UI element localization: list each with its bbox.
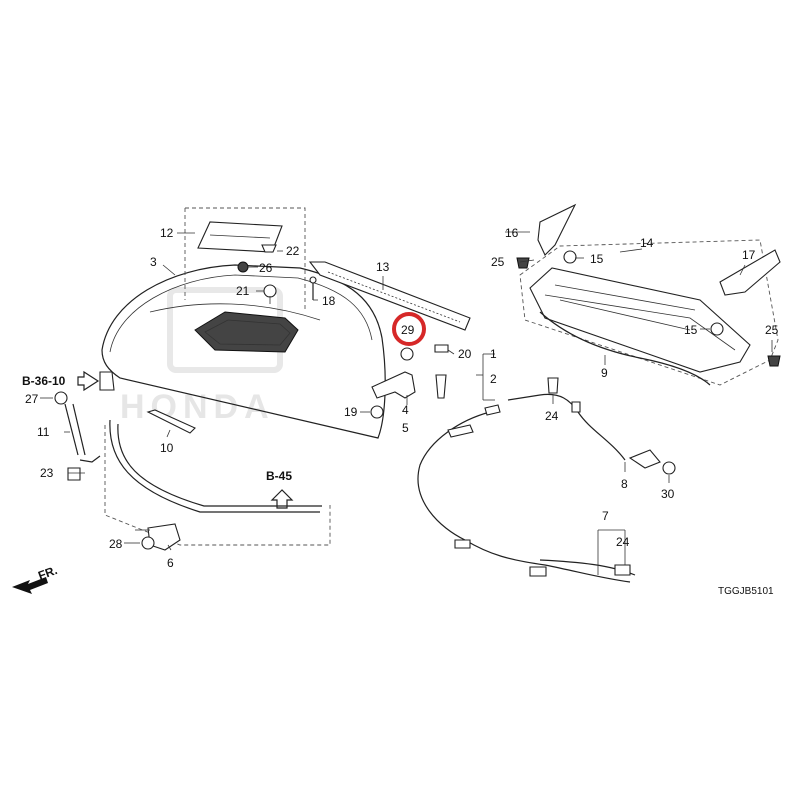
- bracket-17[interactable]: [719, 249, 781, 296]
- cowl-top[interactable]: [529, 250, 751, 373]
- label-12: 12: [160, 226, 174, 240]
- ref-b45-label: B-45: [266, 469, 292, 483]
- label-19: 19: [344, 405, 358, 419]
- label-2: 2: [490, 372, 497, 386]
- label-26: 26: [259, 261, 273, 275]
- label-18: 18: [322, 294, 336, 308]
- screw-22-icon: [261, 244, 277, 253]
- label-16: 16: [505, 226, 519, 240]
- label-24b: 24: [616, 535, 630, 549]
- hood-latch[interactable]: [135, 523, 181, 551]
- ref-arrow-b45: [270, 489, 294, 509]
- clip-25-right[interactable]: [767, 355, 781, 367]
- hood-hinge[interactable]: [370, 344, 449, 419]
- label-3: 3: [150, 255, 157, 269]
- cap-15b-icon: [710, 322, 724, 336]
- label-9: 9: [601, 366, 608, 380]
- label-14: 14: [640, 236, 654, 250]
- label-27: 27: [25, 392, 39, 406]
- leader-lines: [40, 231, 773, 575]
- highlight-part-29[interactable]: [392, 312, 426, 346]
- hood-strut[interactable]: [54, 371, 115, 481]
- hood-seal[interactable]: [308, 261, 471, 331]
- clip-25-left[interactable]: [516, 257, 530, 269]
- label-25b: 25: [765, 323, 779, 337]
- label-15b: 15: [684, 323, 698, 337]
- release-handle[interactable]: [628, 449, 676, 475]
- diagram-code: TGGJB5101: [718, 586, 774, 597]
- label-4: 4: [402, 403, 409, 417]
- stud-18[interactable]: [309, 276, 317, 300]
- label-8: 8: [621, 477, 628, 491]
- label-11: 11: [37, 425, 50, 439]
- label-29: 29: [401, 323, 415, 337]
- label-21: 21: [236, 284, 250, 298]
- bracket-16[interactable]: [537, 203, 577, 256]
- clip-26-icon: [237, 261, 249, 273]
- label-7: 7: [602, 509, 609, 523]
- label-22: 22: [286, 244, 300, 258]
- label-24a: 24: [545, 409, 559, 423]
- label-6: 6: [167, 556, 174, 570]
- label-15: 15: [590, 252, 604, 266]
- label-28: 28: [109, 537, 123, 551]
- hood-edge-molding[interactable]: [109, 419, 322, 513]
- label-1: 1: [490, 347, 497, 361]
- label-17: 17: [742, 248, 756, 262]
- hood-assembly[interactable]: [101, 264, 386, 439]
- label-30: 30: [661, 487, 675, 501]
- bolt-19-icon: [370, 405, 384, 419]
- label-10: 10: [160, 441, 174, 455]
- molding-dashed-area: [104, 409, 331, 546]
- ref-arrow-b36-10: [77, 370, 100, 392]
- label-13: 13: [376, 260, 390, 274]
- cowl-seal[interactable]: [539, 311, 711, 386]
- cap-15-icon: [563, 250, 577, 264]
- watermark-text: HONDA: [120, 388, 275, 426]
- cap-21-icon: [263, 284, 277, 298]
- label-5: 5: [402, 421, 409, 435]
- honda-watermark: HONDA: [120, 287, 283, 426]
- label-23: 23: [40, 466, 54, 480]
- label-20: 20: [458, 347, 472, 361]
- callout-labels: 1 2 3 4 5 6 7 8 9 10 11 12 13 14 15 15 1…: [25, 226, 779, 570]
- label-25a: 25: [491, 255, 505, 269]
- hood-scoop-group[interactable]: [184, 207, 306, 310]
- hood-release-cable[interactable]: [417, 377, 631, 583]
- ref-b36-10-label: B-36-10: [22, 374, 66, 388]
- direction-label: FR.: [36, 563, 59, 583]
- front-direction-arrow-icon: FR.: [12, 563, 59, 594]
